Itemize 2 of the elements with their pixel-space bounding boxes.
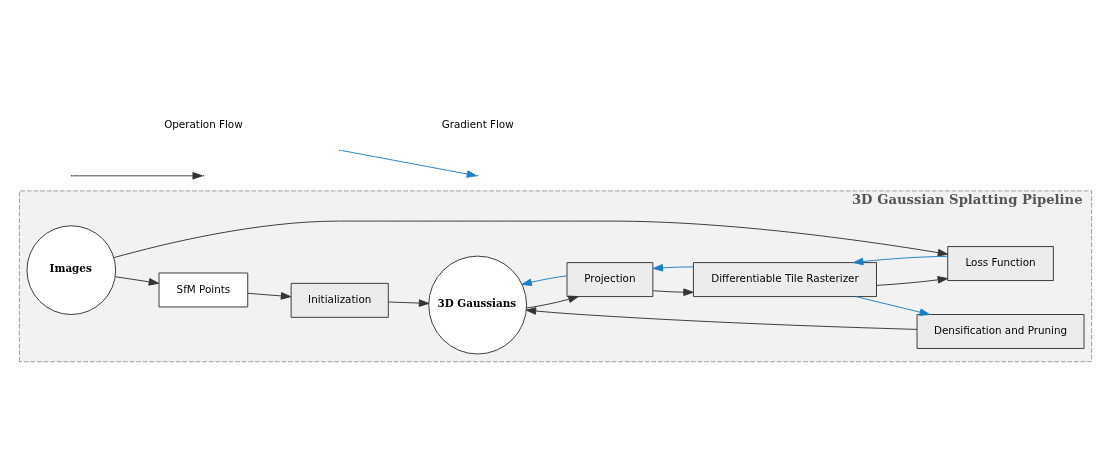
legend-label: Operation Flow: [164, 117, 243, 130]
legend-label: Gradient Flow: [441, 117, 514, 130]
